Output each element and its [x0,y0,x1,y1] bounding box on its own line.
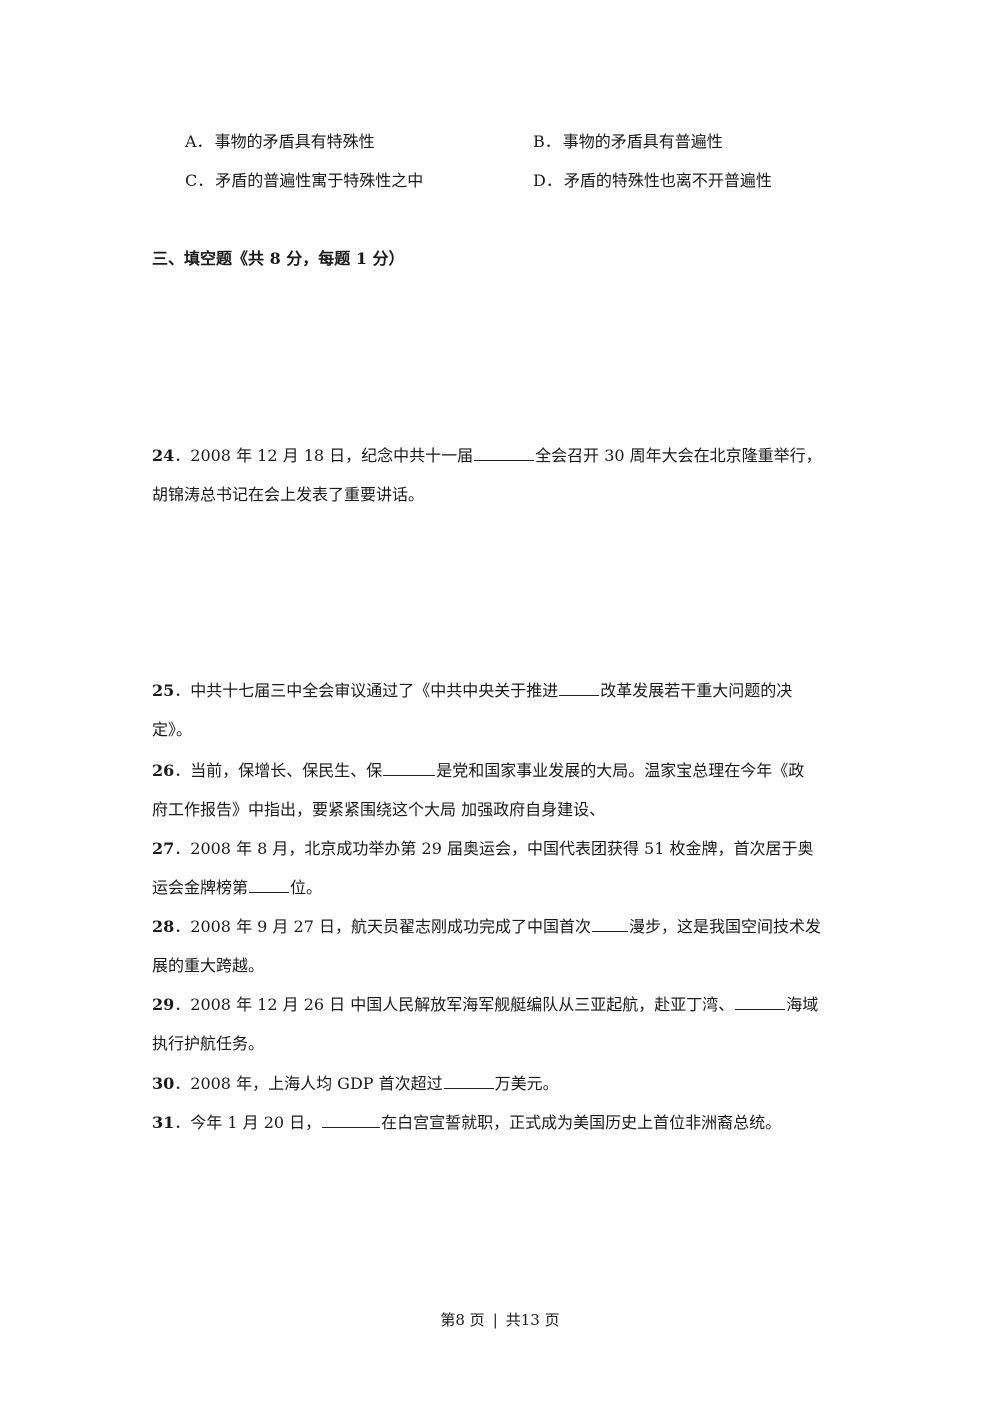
question-27: 27．2008 年 8 月，北京成功举办第 29 届奥运会，中国代表团获得 51… [152,829,852,907]
question-24: 24．2008 年 12 月 18 日，纪念中共十一届 全会召开 30 周年大会在… [152,436,852,514]
footer-separator: | [492,1311,498,1329]
question-number: 31 [152,1113,175,1132]
answer-blank[interactable] [735,993,786,1010]
question-29-line-1: 29．2008 年 12 月 26 日 中国人民解放军海军舰艇编队从三亚起航，赴… [152,985,852,1024]
question-29-line-2: 执行护航任务。 [152,1034,265,1053]
question-text: ．当前，保增长、保民生、保 [174,761,383,780]
section-title: 三、填空题《共 8 分，每题 1 分） [152,249,405,268]
question-26-line-2: 府工作报告》中指出，要紧紧围绕这个大局 加强政府自身建设、 [152,800,606,819]
question-24-line-2: 胡锦涛总书记在会上发表了重要讲话。 [152,485,425,504]
option-c: C．矛盾的普遍性寓于特殊性之中 [185,171,423,191]
question-25: 25．中共十七届三中全会审议通过了《中共中央关于推进 改革发展若干重大问题的决 定… [152,671,852,749]
option-b-text: 事物的矛盾具有普遍性 [562,132,723,151]
question-text: ．2008 年 9 月 27 日，航天员翟志刚成功完成了中国首次 [174,917,591,936]
question-number: 30 [152,1074,175,1093]
question-28-line-2: 展的重大跨越。 [152,956,265,975]
question-number: 25 [152,681,175,700]
option-a-letter: A． [185,132,213,151]
question-number: 29 [152,995,175,1014]
answer-blank[interactable] [249,876,290,893]
question-text: 位。 [290,878,323,897]
question-25-line-1: 25．中共十七届三中全会审议通过了《中共中央关于推进 改革发展若干重大问题的决 [152,671,852,710]
page-total: 共13 页 [505,1311,560,1329]
question-text: 改革发展若干重大问题的决 [600,681,793,700]
question-31-line-1: 31．今年 1 月 20 日， 在白宫宣誓就职，正式成为美国历史上首位非洲裔总统。 [152,1103,852,1142]
question-31: 31．今年 1 月 20 日， 在白宫宣誓就职，正式成为美国历史上首位非洲裔总统。 [152,1103,852,1142]
question-text: ．2008 年 8 月，北京成功举办第 29 届奥运会，中国代表团获得 51 枚… [174,839,814,858]
question-number: 27 [152,839,175,858]
option-c-letter: C． [185,171,214,190]
question-26-line-1: 26．当前，保增长、保民生、保 是党和国家事业发展的大局。温家宝总理在今年《政 [152,751,852,790]
page-footer: 第8 页 | 共13 页 [0,1310,1000,1330]
question-text: 海域 [786,995,819,1014]
option-b: B．事物的矛盾具有普遍性 [533,132,723,152]
answer-blank[interactable] [383,759,436,776]
option-a: A．事物的矛盾具有特殊性 [185,132,375,152]
answer-blank[interactable] [322,1111,381,1128]
answer-blank[interactable] [559,679,600,696]
question-28: 28．2008 年 9 月 27 日，航天员翟志刚成功完成了中国首次 漫步，这是我… [152,907,852,985]
question-27-line-1: 27．2008 年 8 月，北京成功举办第 29 届奥运会，中国代表团获得 51… [152,829,852,868]
question-26: 26．当前，保增长、保民生、保 是党和国家事业发展的大局。温家宝总理在今年《政 府… [152,751,852,829]
question-24-line-1: 24．2008 年 12 月 18 日，纪念中共十一届 全会召开 30 周年大会在… [152,436,852,475]
question-text: ．今年 1 月 20 日， [174,1113,322,1132]
question-30: 30．2008 年，上海人均 GDP 首次超过 万美元。 [152,1064,852,1103]
answer-blank[interactable] [474,444,535,461]
question-29: 29．2008 年 12 月 26 日 中国人民解放军海军舰艇编队从三亚起航，赴… [152,985,852,1063]
option-a-text: 事物的矛盾具有特殊性 [214,132,375,151]
question-number: 26 [152,761,175,780]
question-number: 28 [152,917,175,936]
question-text: 漫步，这是我国空间技术发 [628,917,821,936]
question-text: ．2008 年，上海人均 GDP 首次超过 [174,1074,443,1093]
question-text: 全会召开 30 周年大会在北京隆重举行， [535,446,822,465]
option-d: D．矛盾的特殊性也离不开普遍性 [533,171,772,191]
option-c-text: 矛盾的普遍性寓于特殊性之中 [215,171,424,190]
option-d-letter: D． [533,171,562,190]
question-text: ．中共十七届三中全会审议通过了《中共中央关于推进 [174,681,559,700]
question-25-line-2: 定》。 [152,720,193,739]
option-b-letter: B． [533,132,561,151]
option-d-text: 矛盾的特殊性也离不开普遍性 [563,171,772,190]
question-30-line-1: 30．2008 年，上海人均 GDP 首次超过 万美元。 [152,1064,852,1103]
page-number: 第8 页 [440,1311,485,1329]
question-text: 是党和国家事业发展的大局。温家宝总理在今年《政 [436,761,805,780]
question-text: 在白宫宣誓就职，正式成为美国历史上首位非洲裔总统。 [381,1113,782,1132]
question-text: ．2008 年 12 月 26 日 中国人民解放军海军舰艇编队从三亚起航，赴亚丁… [174,995,735,1014]
question-text: ．2008 年 12 月 18 日，纪念中共十一届 [174,446,474,465]
question-28-line-1: 28．2008 年 9 月 27 日，航天员翟志刚成功完成了中国首次 漫步，这是我… [152,907,852,946]
answer-blank[interactable] [591,915,628,932]
answer-blank[interactable] [443,1072,494,1089]
question-27-line-2: 运会金牌榜第 位。 [152,868,852,907]
question-number: 24 [152,446,175,465]
question-text: 运会金牌榜第 [152,878,249,897]
question-text: 万美元。 [494,1074,559,1093]
